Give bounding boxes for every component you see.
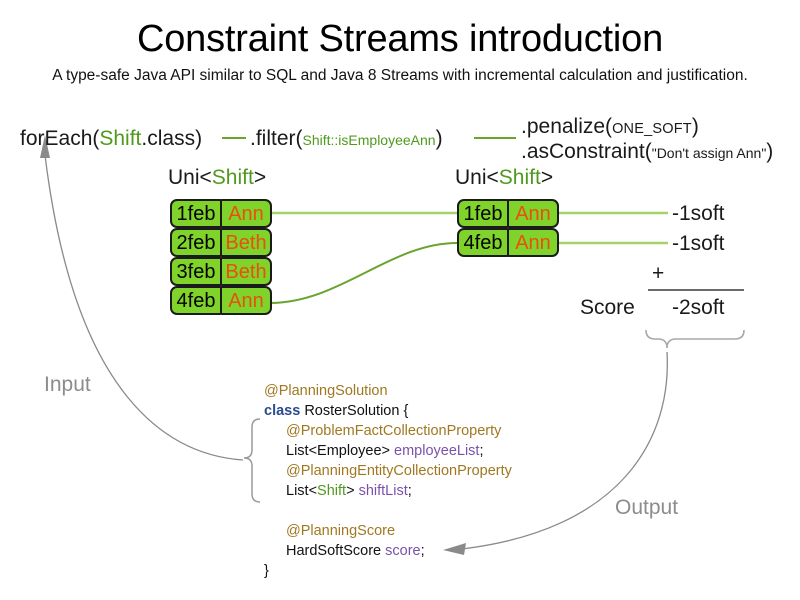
pipeline-foreach: forEach(Shift.class) [20, 127, 202, 151]
code-line: HardSoftScore score; [264, 541, 512, 561]
code-token: @PlanningEntityCollectionProperty [286, 463, 512, 479]
pipeline-filter: .filter(Shift::isEmployeeAnn) [250, 127, 443, 151]
shift-date-cell: 4feb [457, 228, 509, 257]
code-token: List< [286, 483, 318, 499]
shift-date-cell: 3feb [170, 257, 222, 286]
penalize-arg: ONE_SOFT [612, 121, 692, 137]
code-line: @PlanningScore [264, 521, 512, 541]
code-line: @ProblemFactCollectionProperty [264, 421, 512, 441]
shift-date-cell: 4feb [170, 286, 222, 315]
foreach-prefix: forEach( [20, 127, 100, 150]
sum-operator: + [652, 262, 665, 285]
shift-employee-cell: Ann [507, 228, 559, 257]
page-title: Constraint Streams introduction [136, 18, 664, 60]
shift-date-cell: 2feb [170, 228, 222, 257]
code-line: List<Employee> employeeList; [264, 441, 512, 461]
code-line: @PlanningEntityCollectionProperty [264, 461, 512, 481]
connector-left4-to-right2 [269, 242, 458, 304]
score-label: Score [580, 296, 635, 319]
code-token: Shift [317, 483, 347, 499]
code-line: } [264, 561, 512, 581]
input-label: Input [44, 373, 91, 396]
filter-prefix: .filter( [250, 127, 303, 150]
shift-date-cell: 1feb [170, 199, 222, 228]
sum-rule [648, 289, 744, 291]
code-line [264, 501, 512, 521]
filter-arg: Shift::isEmployeeAnn [302, 132, 436, 148]
page-subtitle: A type-safe Java API similar to SQL and … [52, 67, 748, 84]
code-token: @PlanningScore [286, 523, 396, 539]
input-arrow-head [40, 135, 50, 158]
foreach-suffix: .class) [141, 127, 203, 150]
as-constraint-prefix: .asConstraint( [521, 140, 652, 163]
code-token: ; [420, 543, 425, 559]
code-token: score [385, 543, 421, 559]
output-arrow [461, 351, 668, 550]
uni-right-prefix: Uni< [455, 166, 499, 189]
code-token: ; [479, 443, 484, 459]
uni-right-suffix: > [540, 166, 554, 189]
shift-employee-cell: Ann [507, 199, 559, 228]
code-line: class RosterSolution { [264, 401, 512, 421]
code-token: List<Employee> [286, 443, 395, 459]
code-token: @ProblemFactCollectionProperty [286, 423, 502, 439]
code-token: employeeList [394, 443, 480, 459]
uni-left-suffix: > [253, 166, 267, 189]
output-arrow-head [443, 543, 466, 555]
code-token: > [346, 483, 359, 499]
shift-employee-cell: Beth [220, 257, 272, 286]
code-token: HardSoftScore [286, 543, 386, 559]
code-token: @PlanningSolution [264, 383, 388, 399]
uni-label-left: Uni<Shift> [168, 166, 266, 190]
score-brace [645, 329, 745, 349]
output-label: Output [615, 496, 679, 519]
input-arrow [44, 154, 244, 461]
penalty-value-1: -1soft [672, 202, 725, 225]
code-token: shiftList [358, 483, 408, 499]
code-token: ; [407, 483, 412, 499]
uni-left-type: Shift [211, 166, 254, 189]
uni-left-prefix: Uni< [168, 166, 212, 189]
code-token: class [264, 403, 301, 419]
pipeline-penalize: .penalize(ONE_SOFT) [521, 115, 699, 139]
penalize-prefix: .penalize( [521, 115, 613, 138]
code-token: } [264, 563, 269, 579]
score-total: -2soft [672, 296, 725, 319]
uni-right-type: Shift [498, 166, 541, 189]
penalize-suffix: ) [691, 115, 699, 138]
code-line: List<Shift> shiftList; [264, 481, 512, 501]
code-block: @PlanningSolution class RosterSolution { @… [264, 381, 512, 581]
pipeline-as-constraint: .asConstraint("Don't assign Ann") [521, 140, 773, 164]
code-token: RosterSolution { [300, 403, 409, 419]
code-fields-brace [243, 418, 261, 503]
as-constraint-arg: "Don't assign Ann" [651, 145, 767, 161]
uni-label-right: Uni<Shift> [455, 166, 553, 190]
shift-employee-cell: Ann [220, 286, 272, 315]
filter-suffix: ) [435, 127, 443, 150]
shift-employee-cell: Ann [220, 199, 272, 228]
foreach-type: Shift [99, 127, 142, 150]
code-line: @PlanningSolution [264, 381, 512, 401]
penalty-value-2: -1soft [672, 232, 725, 255]
shift-date-cell: 1feb [457, 199, 509, 228]
as-constraint-suffix: ) [766, 140, 774, 163]
shift-employee-cell: Beth [220, 228, 272, 257]
